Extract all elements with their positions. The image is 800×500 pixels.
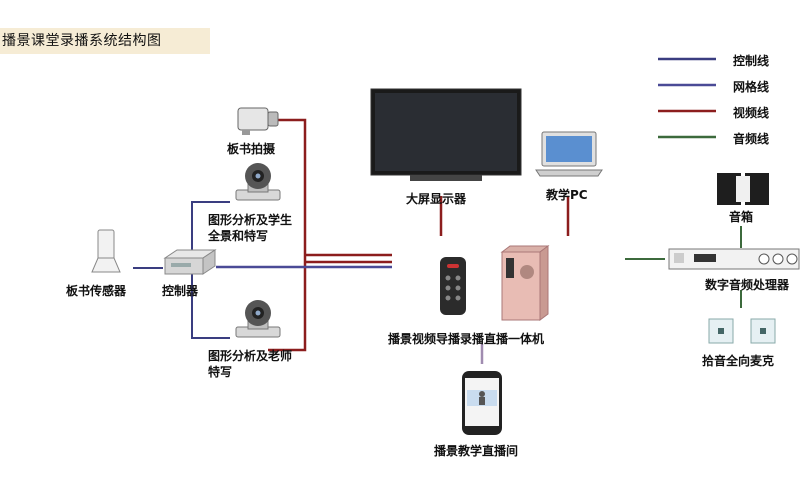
audio-lines xyxy=(625,226,742,308)
recorder-box-icon xyxy=(500,244,552,326)
legend-label-network: 网格线 xyxy=(733,80,770,94)
legend-label-video: 视频线 xyxy=(733,106,770,120)
label-speaker: 音箱 xyxy=(729,210,754,224)
label-controller: 控制器 xyxy=(162,284,199,298)
display-icon xyxy=(370,88,522,188)
label-teaching-pc: 教学PC xyxy=(546,188,588,202)
laptop-icon xyxy=(534,130,604,182)
ptz-camera-icon xyxy=(232,160,284,206)
remote-control-icon xyxy=(439,256,467,320)
label-microphone: 拾音全向麦克 xyxy=(702,354,775,368)
label-camera-students: 图形分析及学生 全景和特写 xyxy=(208,213,293,243)
label-recorder: 播景视频导播录播直播一体机 xyxy=(388,332,545,346)
board-sensor-icon xyxy=(88,228,128,278)
label-board-sensor: 板书传感器 xyxy=(66,284,127,298)
video-line-cameras xyxy=(268,118,307,352)
label-audio-processor: 数字音频处理器 xyxy=(705,278,790,292)
legend-label-audio: 音频线 xyxy=(733,132,770,146)
box-camera-icon xyxy=(236,104,280,140)
audio-processor-icon xyxy=(668,248,800,274)
diagram-title: 播景课堂录播系统结构图 xyxy=(0,28,210,54)
label-board-camera: 板书拍摄 xyxy=(227,142,276,156)
label-live-room: 播景教学直播间 xyxy=(434,444,519,458)
microphone-icon xyxy=(708,318,776,348)
video-lines xyxy=(268,118,570,352)
speaker-icon xyxy=(716,172,772,210)
ptz-camera-icon xyxy=(232,297,284,343)
smartphone-icon xyxy=(461,370,503,440)
legend-label-control: 控制线 xyxy=(733,54,770,68)
controller-icon xyxy=(163,248,217,280)
label-camera-teacher: 图形分析及老师 特写 xyxy=(208,349,293,379)
label-display: 大屏显示器 xyxy=(406,192,467,206)
